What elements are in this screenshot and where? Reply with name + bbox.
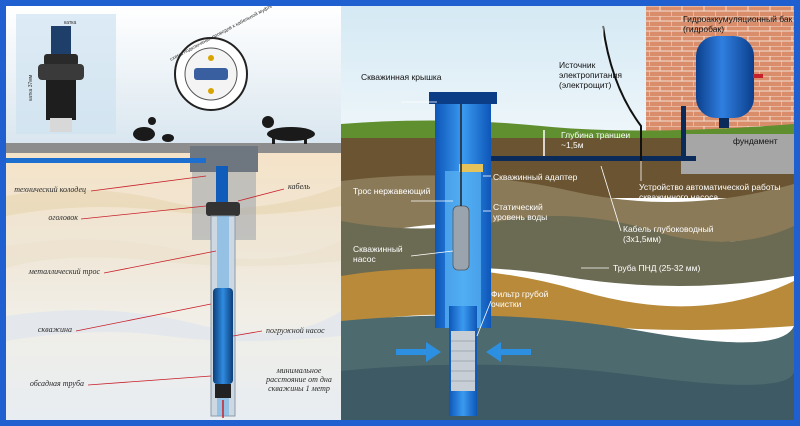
label-tech-well: технический колодец <box>14 185 86 194</box>
soil-stratum <box>6 186 341 216</box>
soil-stratum <box>6 239 341 268</box>
animals-silhouettes <box>133 116 315 144</box>
label-foundation: фундамент <box>733 136 778 146</box>
label-cable: кабель <box>288 182 310 191</box>
water-inflow-arrow-left <box>396 342 441 362</box>
supply-pipe <box>486 156 696 161</box>
well-pump <box>452 205 470 271</box>
submersible-pump <box>213 288 233 384</box>
label-power-source-box: Источник электропитания (электрощит) <box>559 60 622 90</box>
label-adapter: Скважинный адаптер <box>493 172 578 182</box>
well-cap <box>429 92 497 104</box>
tank-valve <box>753 74 763 78</box>
right-well-diagram: Скважинная крышка Источник электропитани… <box>341 6 794 420</box>
label-power-source: Источник электропитания (электрощит) <box>559 60 622 90</box>
ground-surface <box>6 143 341 153</box>
label-well: скважина <box>38 325 72 334</box>
label-automation-box: Устройство автоматической работы скважин… <box>639 182 781 202</box>
label-hydro-tank-box: Гидроаккумуляционный бак (гидробак) <box>683 14 793 34</box>
soil-stratum <box>6 310 341 341</box>
label-steel-rope: Трос нержавеющий <box>353 186 431 196</box>
label-well-cap: Скважинная крышка <box>361 72 442 82</box>
label-coarse-filter-box: Фильтр грубой очистки <box>491 289 549 309</box>
riser-pipe <box>681 106 686 161</box>
well-adapter <box>459 164 483 172</box>
well-head-pipe <box>216 166 228 202</box>
label-static-level-box: Статический уровень воды <box>493 202 548 222</box>
label-lines <box>401 26 642 337</box>
label-coarse-filter: Фильтр грубой очистки <box>491 289 549 309</box>
label-steel-rope-box: Трос нержавеющий <box>353 186 431 196</box>
label-metal-rope: металлический трос <box>28 267 101 276</box>
inset-tiny-top: катка <box>64 20 77 26</box>
hydro-tank <box>696 36 754 118</box>
label-min-distance-box: минимальное расстояние от дна скважины 1… <box>266 366 332 393</box>
label-static-level: Статический уровень воды <box>493 202 548 222</box>
wiring-circle-inset <box>174 37 248 111</box>
label-hydro-tank: Гидроаккумуляционный бак (гидробак) <box>683 14 793 34</box>
label-trench-depth: Глубина траншеи ~1,5м <box>561 130 631 150</box>
label-lines <box>75 175 285 386</box>
label-deep-cable-box: Кабель глубоководный (3х1,5мм) <box>623 224 714 244</box>
water-inflow-arrow-right <box>486 342 531 362</box>
label-hdpe-pipe: Труба ПНД (25-32 мм) <box>613 263 700 273</box>
label-min-distance: минимальное расстояние от дна скважины 1… <box>266 366 332 393</box>
label-automation: Устройство автоматической работы скважин… <box>639 182 781 202</box>
inset-tiny-side: катка 37мм <box>28 74 34 101</box>
surface-pipe <box>6 158 206 163</box>
well-head-cap <box>206 202 240 216</box>
pump-motor-end <box>215 384 231 398</box>
label-submersible-pump: погружной насос <box>266 326 325 335</box>
left-well-diagram: катка катка 37мм схема подключения прово… <box>6 6 341 420</box>
label-deep-cable: Кабель глубоководный (3х1,5мм) <box>623 224 714 244</box>
label-trench-depth-box: Глубина траншеи ~1,5м <box>561 130 631 150</box>
label-casing-pipe: обсадная труба <box>30 379 84 388</box>
tank-outlet <box>719 118 729 128</box>
foundation <box>681 134 794 174</box>
label-well-pump: Скважинный насос <box>353 244 403 264</box>
label-well-pump-box: Скважинный насос <box>353 244 403 264</box>
well-head-device-illustration <box>38 26 84 132</box>
filter-mesh-lines <box>451 340 475 382</box>
label-well-head: оголовок <box>48 213 78 222</box>
power-cable <box>602 25 642 161</box>
